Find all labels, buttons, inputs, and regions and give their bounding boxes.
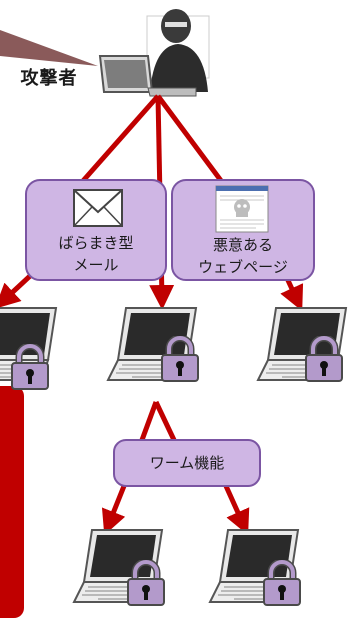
locked-laptop-icon: [209, 529, 300, 605]
locked-laptop-icon: [0, 307, 57, 389]
mass-mail-label-line1: ばらまき型: [58, 234, 134, 252]
mass-mail-box: [25, 179, 167, 281]
malicious-webpage-label-line1: 悪意ある: [212, 236, 273, 254]
worm-function-box: [113, 439, 261, 487]
malicious-webpage-label: 悪意ある ウェブページ: [172, 234, 314, 278]
attacker-label: 攻撃者: [20, 68, 78, 89]
envelope-icon: [73, 189, 123, 227]
worm-function-label: ワーム機能: [149, 454, 225, 472]
malicious-webpage-icon: [215, 185, 269, 233]
callout-pointer: [0, 30, 98, 66]
locked-laptop-icon: [107, 307, 198, 381]
side-panel: [0, 386, 24, 618]
mass-mail-label: ばらまき型 メール: [26, 232, 166, 276]
malicious-webpage-label-line2: ウェブページ: [198, 258, 288, 276]
hacker-at-laptop-icon: [98, 9, 210, 97]
mass-mail-label-line2: メール: [73, 256, 119, 274]
locked-laptop-icon: [257, 307, 347, 381]
locked-laptop-icon: [73, 529, 164, 605]
